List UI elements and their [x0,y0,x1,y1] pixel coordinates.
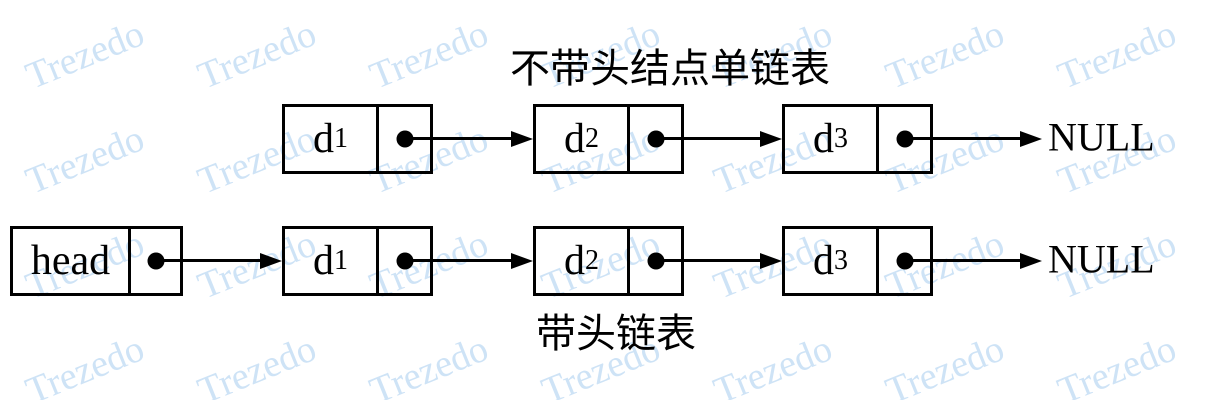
node-data-cell: head [13,229,131,293]
node-data-subscript: 3 [834,245,848,276]
node-data-label: d [313,116,334,162]
node-data-label: head [30,238,111,284]
pointer-arrow-head [260,253,282,269]
pointer-arrow-line [655,137,764,140]
node-data-label: d [813,116,834,162]
node-data-label: d [813,238,834,284]
title-list-without-head: 不带头结点单链表 [510,46,830,91]
node-data-subscript: 3 [834,123,848,154]
node-data-subscript: 2 [585,245,599,276]
pointer-arrow-head [760,253,782,269]
title-list-with-head: 带头链表 [536,311,696,356]
node-data-subscript: 1 [334,123,348,154]
node-data-label: d [564,116,585,162]
pointer-arrow-head [1020,253,1042,269]
node-data-subscript: 2 [585,123,599,154]
pointer-arrow-head [511,131,533,147]
node-data-subscript: 1 [334,245,348,276]
pointer-arrow-line [404,259,515,262]
pointer-arrow-head [1020,131,1042,147]
null-terminator-label: NULL [1048,236,1155,282]
pointer-arrow-line [904,137,1024,140]
pointer-arrow-line [155,259,264,262]
node-data-label: d [564,238,585,284]
null-terminator-label: NULL [1048,114,1155,160]
pointer-arrow-head [760,131,782,147]
pointer-arrow-line [904,259,1024,262]
pointer-arrow-line [655,259,764,262]
pointer-arrow-head [511,253,533,269]
pointer-arrow-line [404,137,515,140]
node-data-label: d [313,238,334,284]
